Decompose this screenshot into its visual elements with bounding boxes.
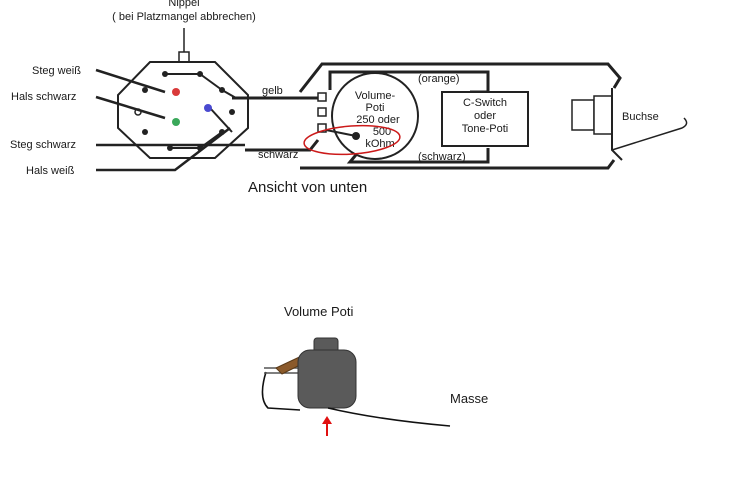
volume-pot-line-2: Poti [366,102,385,114]
nipple-note: ( bei Platzmangel abbrechen) [112,11,256,23]
blue-dot [204,104,212,112]
label-steg-schwarz: Steg schwarz [10,139,76,151]
c-switch-box [441,91,529,147]
pickup-wires [95,68,245,172]
wire-orange: (orange) [418,73,460,85]
c-switch-line-1: C-Switch [463,97,507,109]
red-dot [172,88,180,96]
green-dot [172,118,180,126]
c-switch-line-2: oder [474,110,496,122]
nipple [178,28,190,63]
main-wiring [232,62,622,170]
nipple-label: Nippel [168,0,199,9]
volume-pot-line-1: Volume- [355,90,396,102]
jack-label: Buchse [622,111,659,123]
volume-pot-line-5: kOhm [365,138,394,150]
detail-title: Volume Poti [284,304,353,319]
c-switch-line-3: Tone-Poti [462,123,508,135]
wire-gelb: gelb [262,85,283,97]
wire-schwarz: schwarz [258,149,298,161]
masse-label: Masse [450,391,488,406]
wire-schwarz-2: (schwarz) [418,151,466,163]
diagram-caption: Ansicht von unten [248,179,367,196]
label-steg-weiss: Steg weiß [32,65,81,77]
detail-pot [261,337,451,427]
ground-arrow [322,416,332,436]
volume-pot-line-3: 250 oder [356,114,400,126]
volume-pot [317,72,419,160]
highlight-ellipse [303,124,401,156]
label-hals-schwarz: Hals schwarz [11,91,76,103]
label-hals-weiss: Hals weiß [26,165,75,177]
output-jack [571,88,688,161]
volume-pot-line-4: 500 [373,126,391,138]
